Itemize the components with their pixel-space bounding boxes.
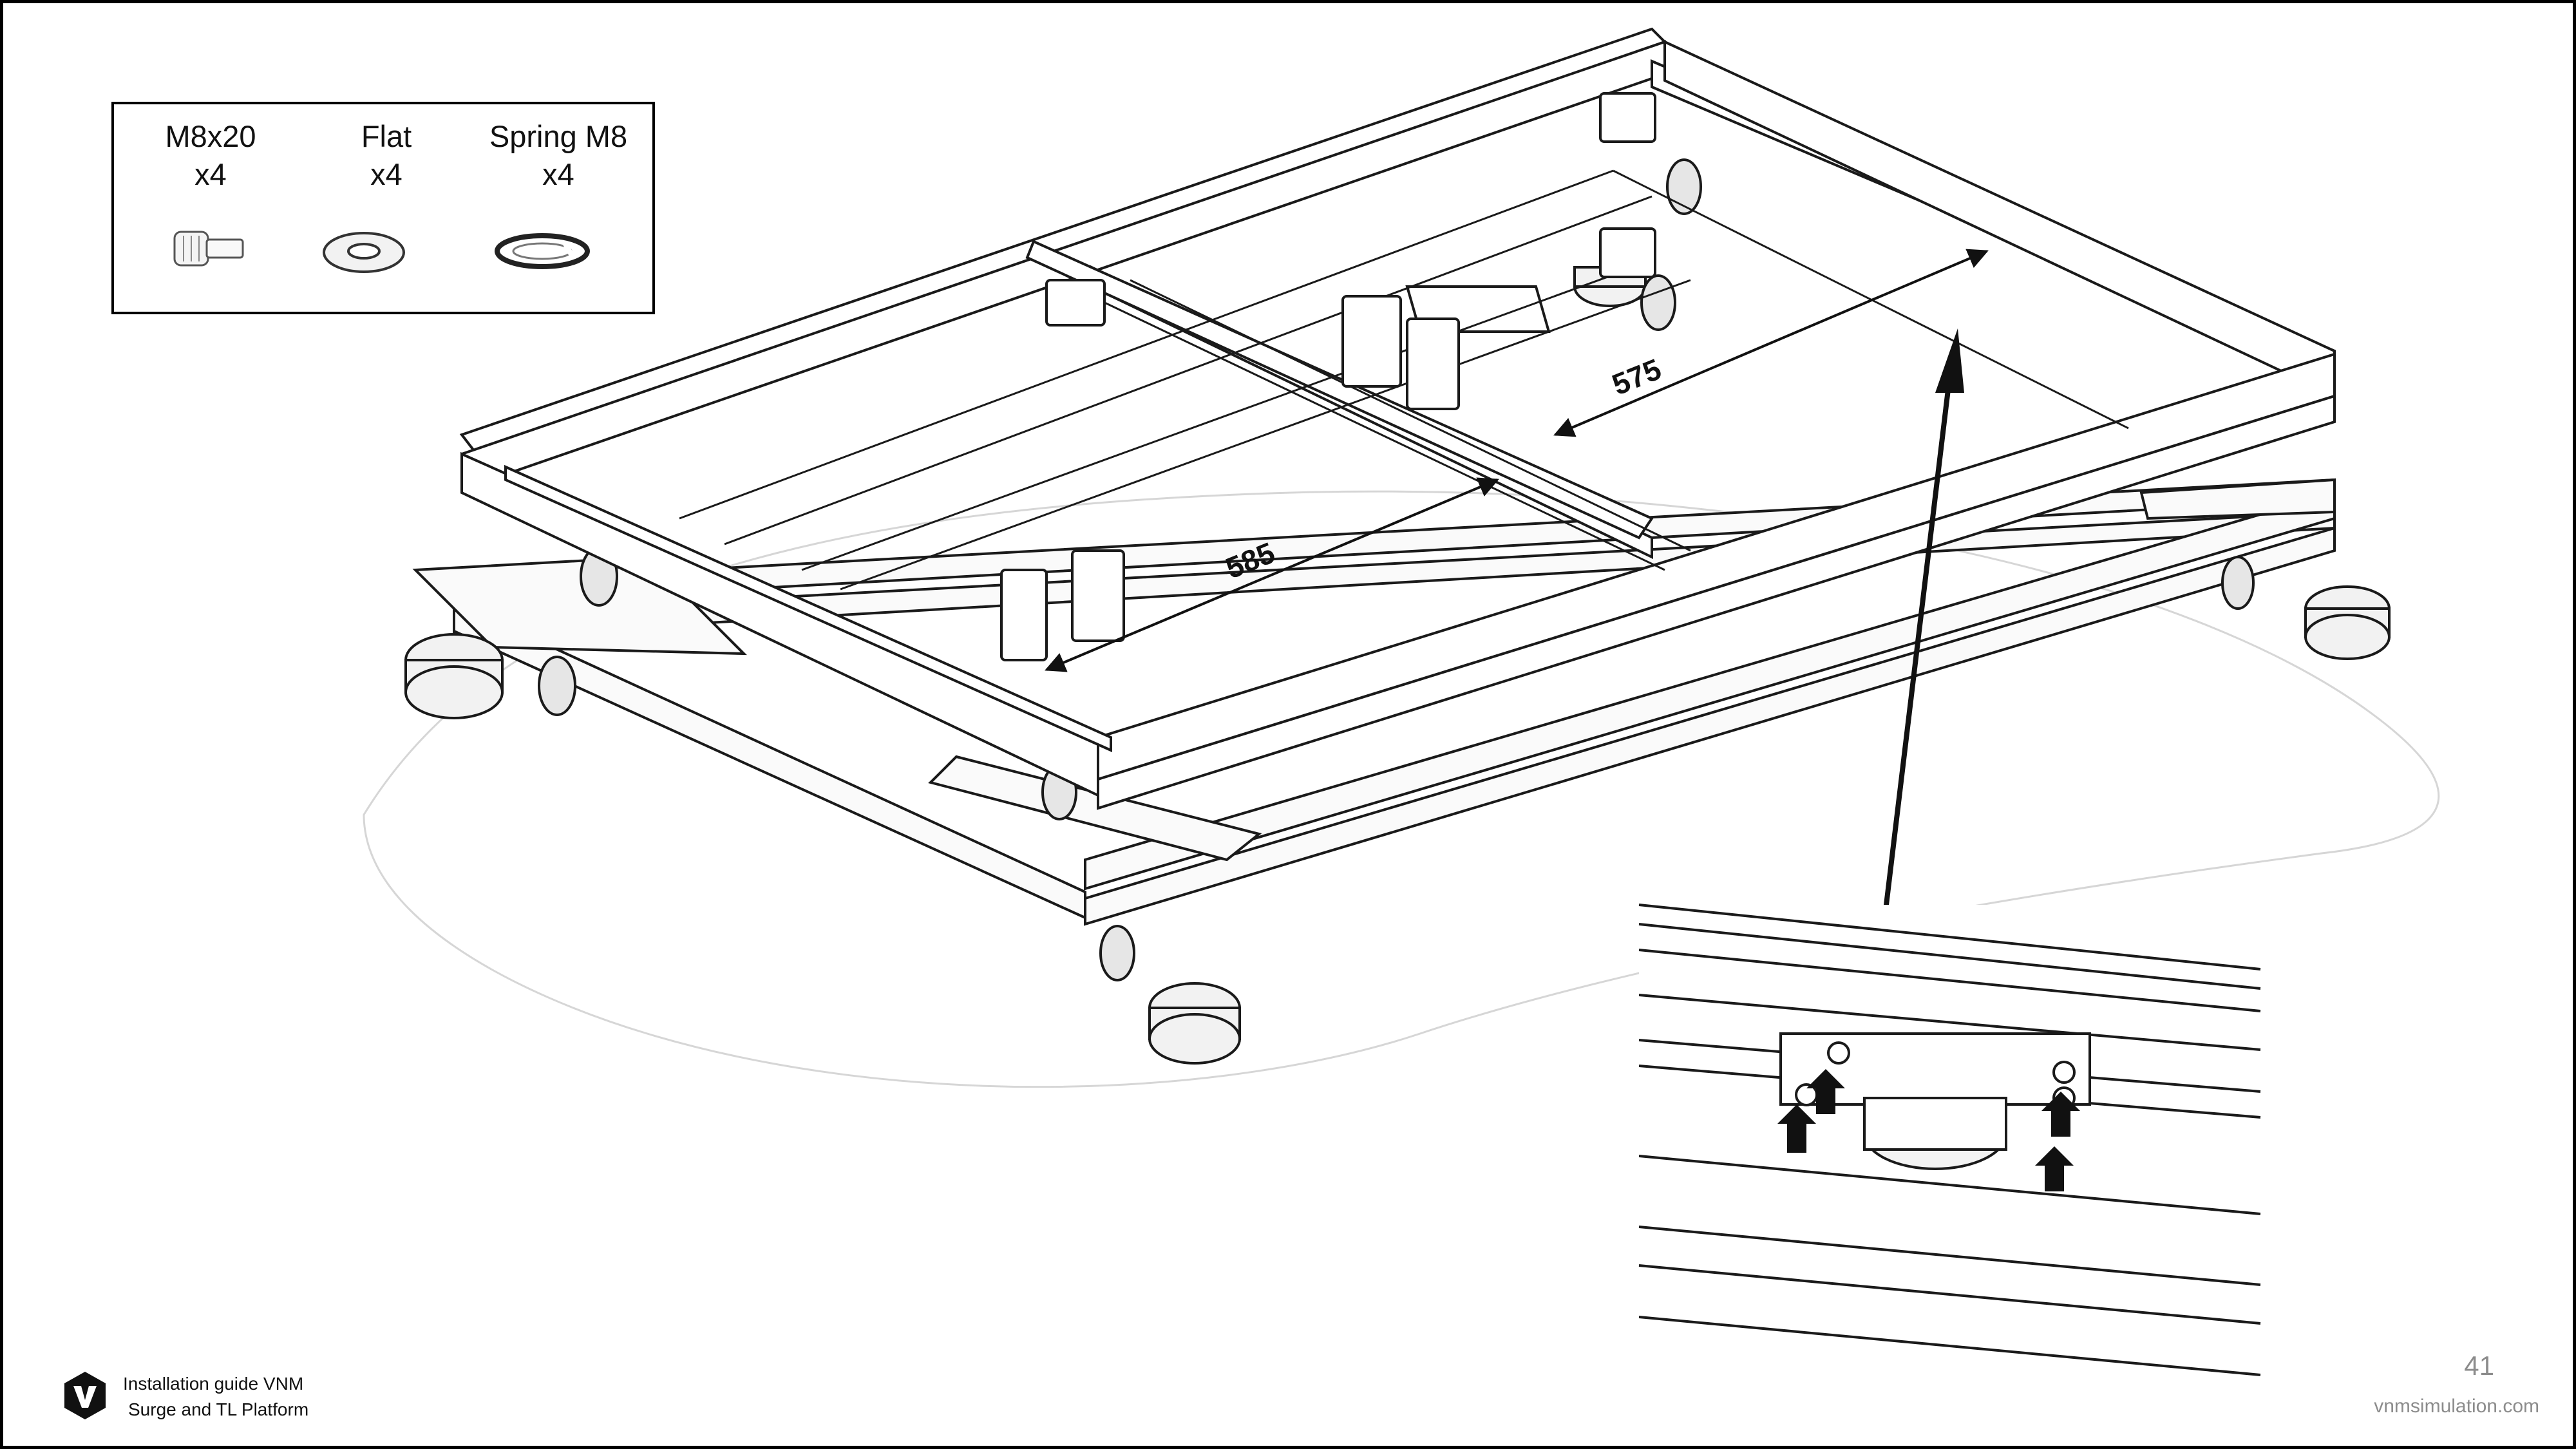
platform-frame-drawing: 585 575 <box>363 27 2440 1385</box>
page-number: 41 <box>2464 1350 2494 1381</box>
cross-members <box>679 169 2129 591</box>
bolt-icon <box>173 231 244 267</box>
upper-frame <box>459 27 2336 810</box>
vnm-logo-icon <box>64 1372 106 1419</box>
leader-arrow <box>1880 328 1964 938</box>
footer-guide-line2: Surge and TL Platform <box>128 1399 309 1419</box>
hardware-name: Flat <box>361 119 412 153</box>
flat-washer-icon <box>323 232 405 273</box>
website-link: vnmsimulation.com <box>2374 1396 2539 1417</box>
spring-washer-icon <box>495 233 590 269</box>
dimension-label-575: 575 <box>1607 352 1666 402</box>
hardware-item-flat-washer: Flat x4 <box>303 117 470 193</box>
footer-guide-line1: Installation guide VNM <box>123 1374 304 1394</box>
detail-inset <box>1638 904 2261 1385</box>
hardware-qty: x4 <box>370 157 402 191</box>
footer-guide-title: Installation guide VNM Surge and TL Plat… <box>123 1371 308 1423</box>
hardware-item-bolt: M8x20 x4 <box>127 117 294 193</box>
hardware-list: M8x20 x4 Flat x4 Spring M8 x4 <box>111 102 655 314</box>
dimension-lines <box>1045 249 1989 672</box>
hardware-qty: x4 <box>542 157 574 191</box>
hardware-name: M8x20 <box>165 119 256 153</box>
hardware-item-spring-washer: Spring M8 x4 <box>475 117 642 193</box>
detail-arrows <box>1777 1069 2080 1191</box>
hardware-qty: x4 <box>194 157 227 191</box>
hardware-name: Spring M8 <box>489 119 628 153</box>
casters <box>538 158 2255 981</box>
